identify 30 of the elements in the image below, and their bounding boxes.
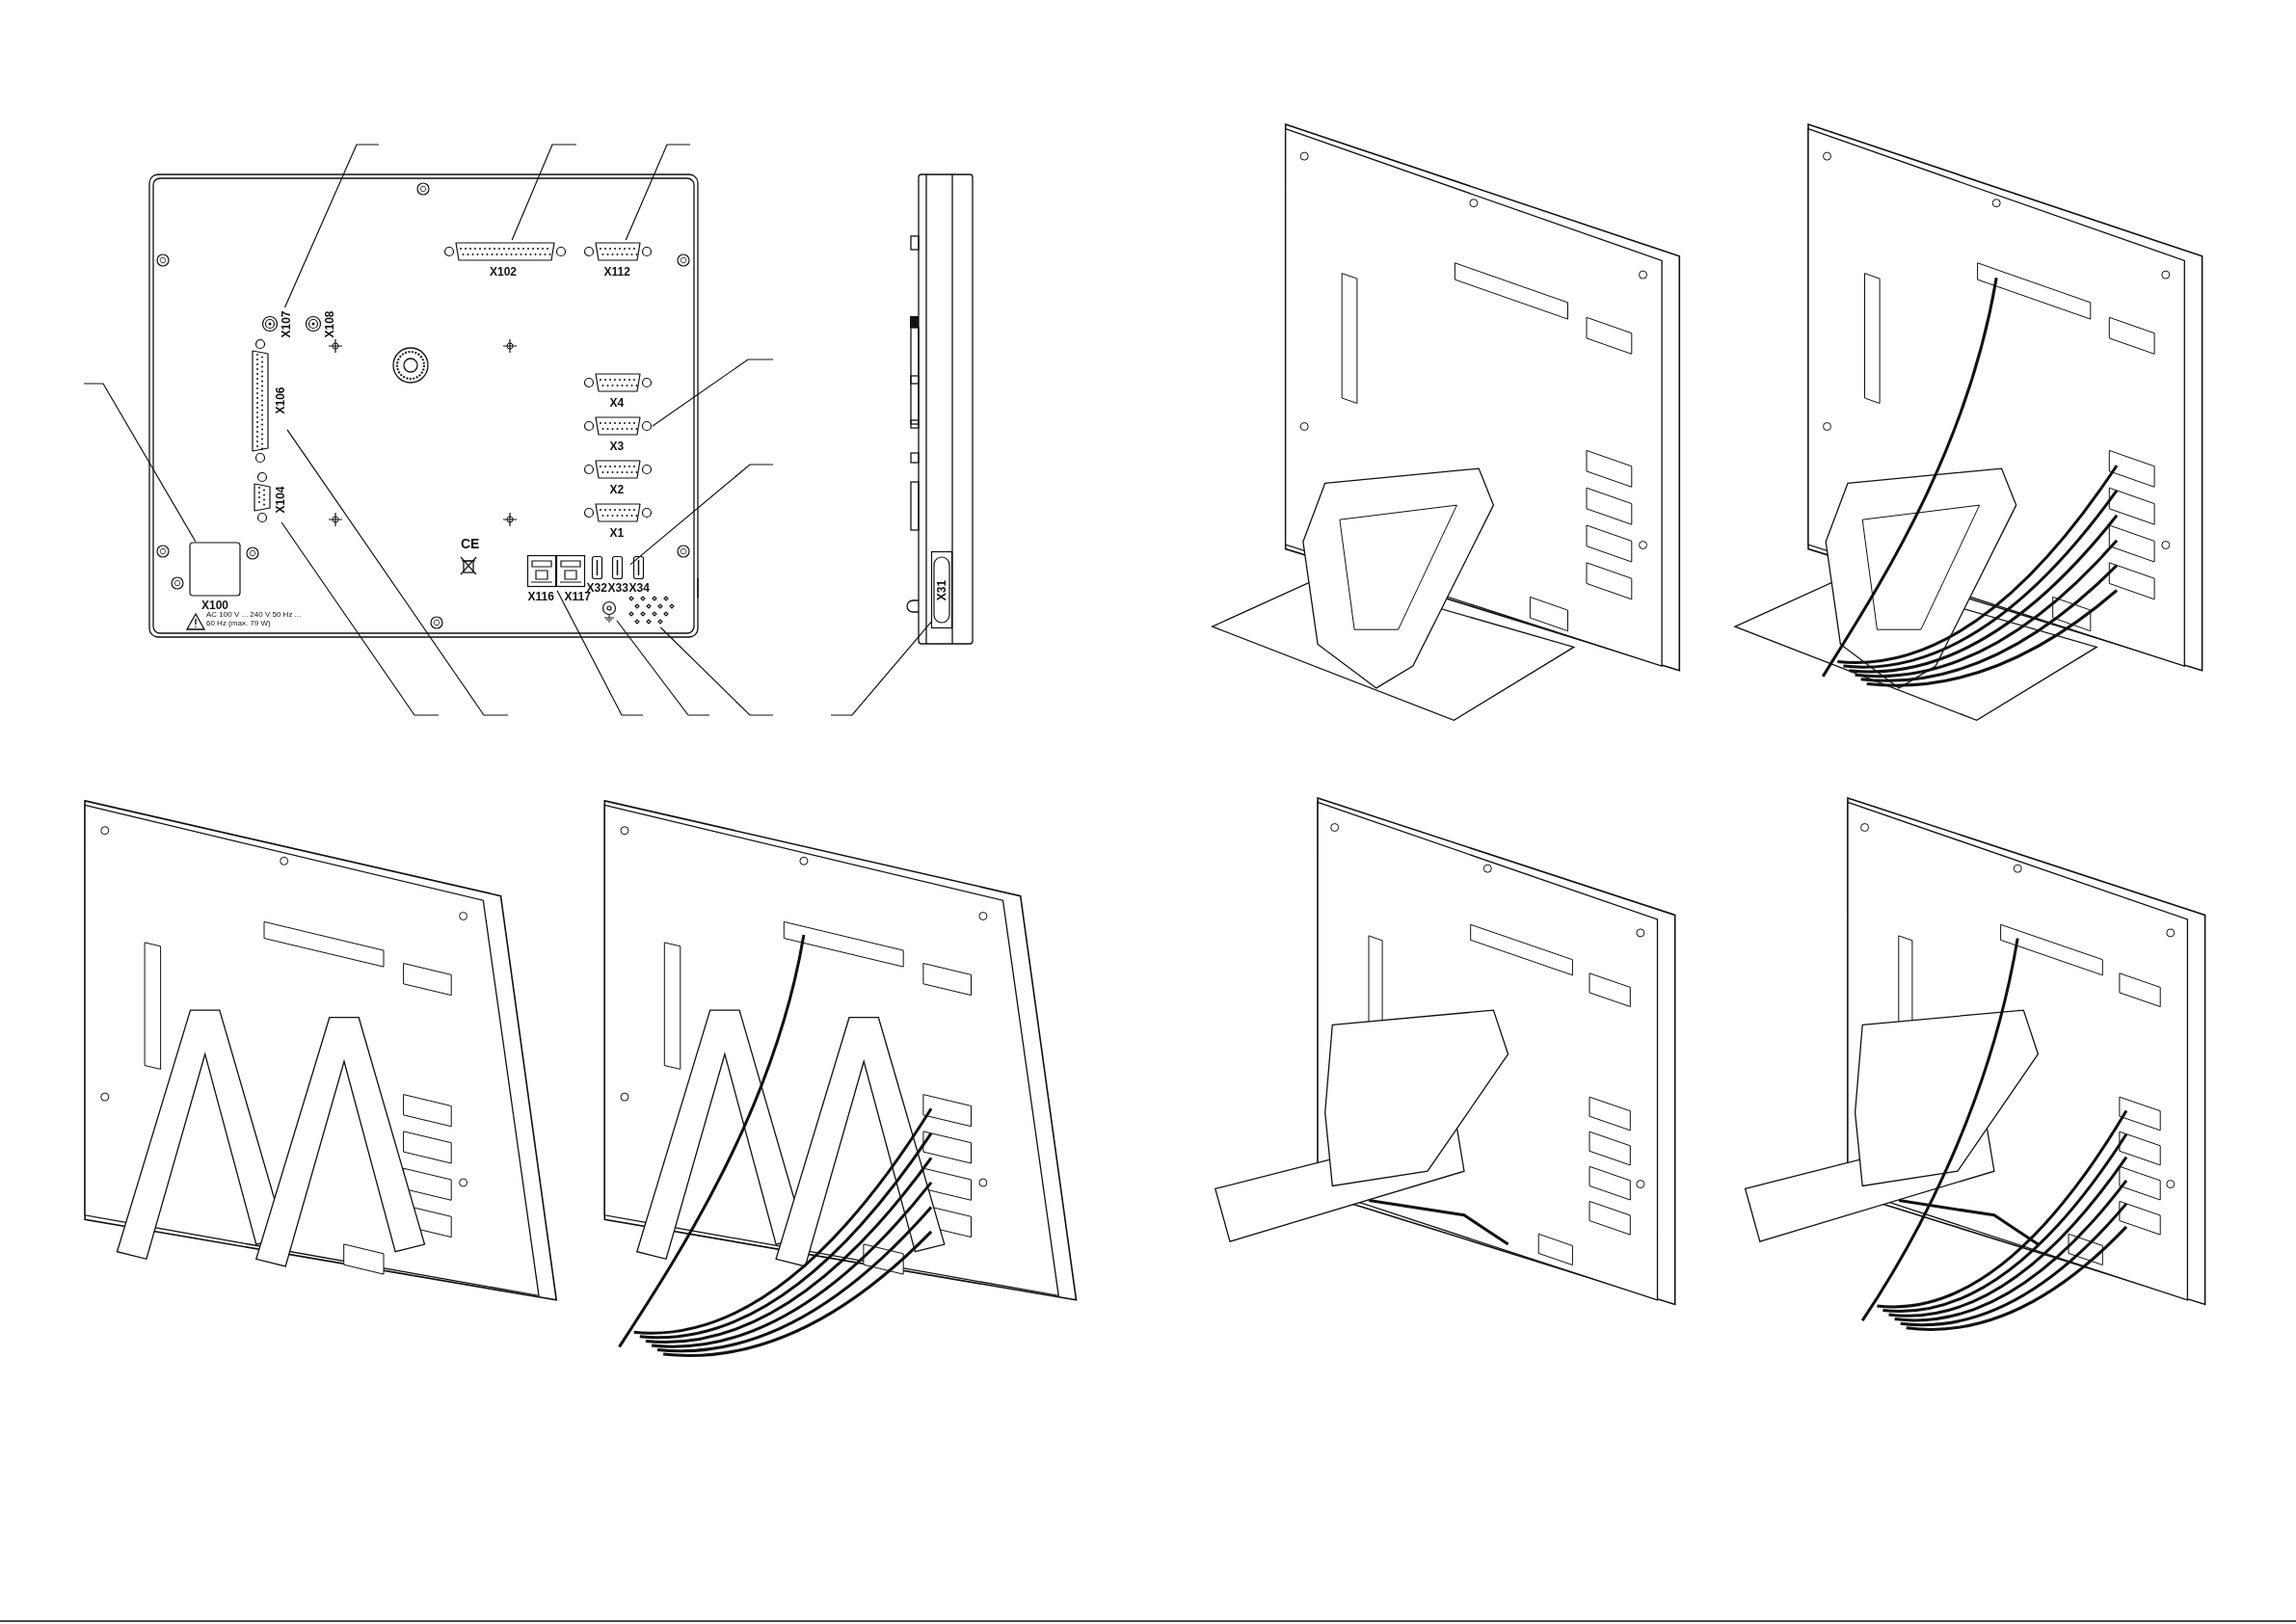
port-label: X31 [935, 579, 948, 600]
port-label: X34 [628, 581, 650, 595]
leader-line [625, 144, 691, 241]
port-label: X1 [609, 526, 625, 540]
leader-line [629, 464, 774, 566]
port-label: X117 [564, 590, 591, 603]
leader-line [659, 626, 774, 716]
port-label: X107 [280, 310, 293, 337]
leader-line [283, 144, 380, 308]
leader-line [83, 383, 197, 543]
port-label: X104 [274, 486, 287, 513]
port-label: X112 [603, 265, 630, 279]
port-label: X116 [527, 590, 554, 603]
leader-line [286, 429, 509, 716]
port-label: X102 [490, 265, 518, 279]
leader-line [830, 621, 932, 716]
leader-line [556, 590, 644, 716]
port-label: X108 [323, 310, 336, 337]
port-label: X100 [201, 599, 229, 612]
power-rating-text: AC 100 V ... 240 V 50 Hz ... 60 Hz (max. 79 W) [206, 610, 303, 627]
port-label: X4 [609, 396, 625, 410]
leader-line [652, 359, 774, 427]
leader-line [511, 144, 577, 241]
port-label: X2 [609, 483, 625, 496]
conformity-mark: CE [461, 538, 480, 550]
port-label: X33 [607, 581, 628, 595]
leader-line [616, 620, 710, 716]
port-label: X3 [609, 439, 625, 453]
port-label: X106 [274, 386, 287, 413]
leader-line [280, 521, 440, 716]
